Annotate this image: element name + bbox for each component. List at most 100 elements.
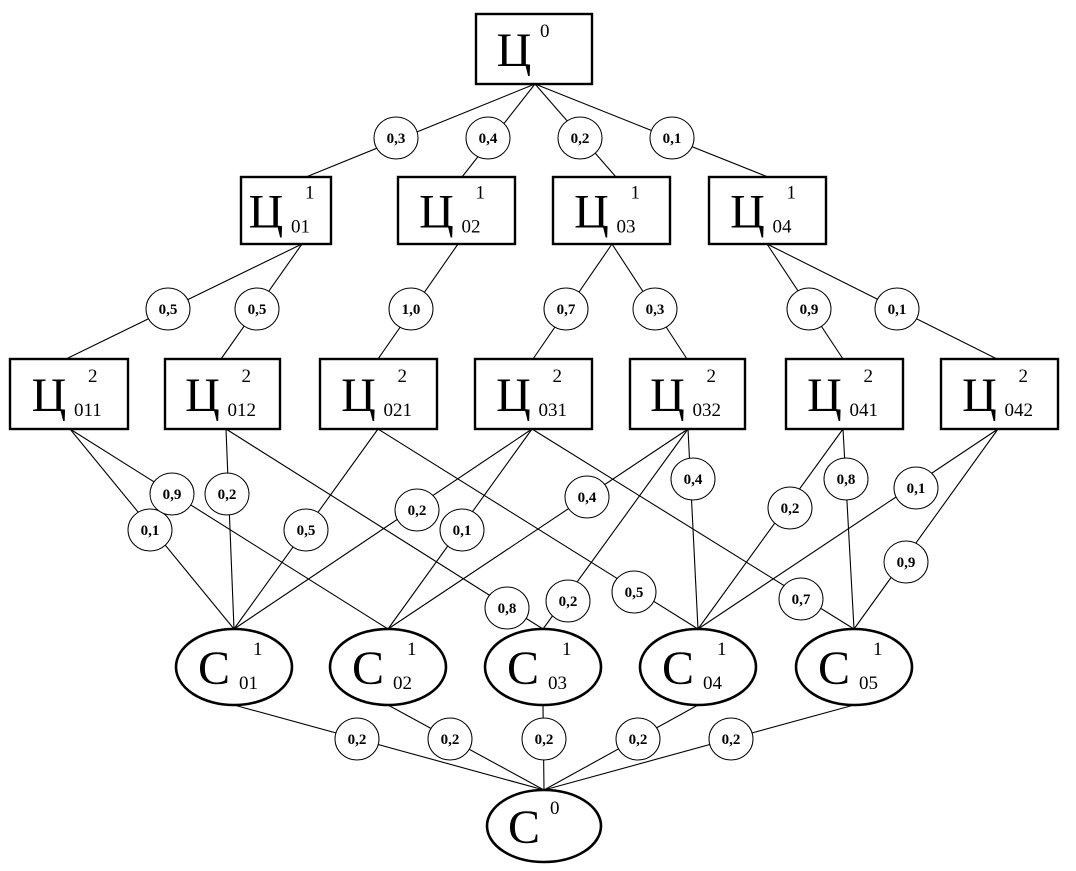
weight-goal-l2-to-means-1: 0,1 bbox=[127, 508, 173, 552]
node-subscript: 03 bbox=[548, 673, 567, 694]
weight-label: 0,9 bbox=[800, 302, 819, 318]
node-superscript: 1 bbox=[253, 639, 263, 660]
weight-label: 0,4 bbox=[479, 131, 498, 147]
weight-goal-l1-to-l2-2: 0,5 bbox=[234, 287, 280, 331]
goal-box bbox=[784, 357, 905, 431]
node-superscript: 2 bbox=[88, 366, 98, 387]
node-superscript: 0 bbox=[540, 21, 550, 42]
weight-label: 0,1 bbox=[453, 523, 472, 539]
weight-label: 0,3 bbox=[387, 131, 406, 147]
weight-circle bbox=[145, 287, 191, 331]
weight-label: 0,5 bbox=[248, 302, 267, 318]
node-superscript: 1 bbox=[407, 639, 417, 660]
weight-label: 0,1 bbox=[888, 302, 907, 318]
weight-label: 0,1 bbox=[141, 523, 160, 539]
weight-label: 0,9 bbox=[163, 487, 182, 503]
node-letter: Ц bbox=[730, 186, 765, 239]
node-letter: Ц bbox=[497, 24, 532, 77]
goal-box bbox=[628, 357, 747, 431]
node-letter: Ц bbox=[496, 369, 531, 422]
weight-goal-l2-to-means-3: 0,2 bbox=[204, 472, 250, 516]
weight-circle bbox=[283, 508, 329, 552]
weight-circle bbox=[883, 540, 929, 584]
weight-root-to-goal-l1-1: 0,3 bbox=[373, 116, 419, 160]
weight-label: 0,5 bbox=[159, 302, 178, 318]
goal-box bbox=[163, 357, 282, 431]
weight-goal-l2-to-means-15: 0,1 bbox=[893, 466, 939, 510]
weight-circle bbox=[786, 287, 832, 331]
weight-label: 0,4 bbox=[578, 490, 597, 506]
weight-goal-l2-to-means-8: 0,5 bbox=[611, 570, 657, 614]
weight-circle bbox=[823, 457, 869, 501]
weight-circle bbox=[767, 486, 813, 530]
weight-label: 0,2 bbox=[629, 732, 648, 748]
weight-goal-l2-to-means-16: 0,9 bbox=[883, 540, 929, 584]
edge-goal-l2-to-means-2 bbox=[69, 428, 389, 630]
weight-label: 0,9 bbox=[897, 555, 916, 571]
weight-circle bbox=[521, 717, 567, 761]
node-subscript: 031 bbox=[539, 400, 568, 421]
means-ellipse bbox=[328, 627, 448, 707]
weight-circle bbox=[334, 717, 380, 761]
weight-goal-l2-to-means-12: 0,4 bbox=[670, 457, 716, 501]
node-superscript: 1 bbox=[631, 183, 641, 204]
goal-box bbox=[551, 175, 672, 246]
weight-circle bbox=[439, 508, 485, 552]
weight-label: 0,5 bbox=[297, 523, 316, 539]
goal-box bbox=[396, 175, 517, 246]
means-ellipse bbox=[485, 788, 603, 864]
node-subscript: 041 bbox=[850, 400, 879, 421]
weight-means-to-root-3: 0,2 bbox=[521, 717, 567, 761]
weight-label: 0,2 bbox=[535, 732, 554, 748]
node-letter: Ц bbox=[32, 369, 67, 422]
weight-label: 0,2 bbox=[348, 732, 367, 748]
goal-box bbox=[8, 357, 130, 431]
weight-goal-l2-to-means-7: 0,2 bbox=[394, 488, 440, 532]
weight-goal-l2-to-means-14: 0,8 bbox=[823, 457, 869, 501]
goal-l1-node-04: Ц 1 04 bbox=[707, 175, 828, 246]
means-ellipse bbox=[483, 627, 603, 707]
weight-root-to-goal-l1-3: 0,2 bbox=[557, 116, 603, 160]
weight-label: 0,2 bbox=[408, 503, 427, 519]
weight-goal-l2-to-means-6: 0,1 bbox=[439, 508, 485, 552]
goal-box bbox=[707, 175, 828, 246]
node-letter: Ц bbox=[185, 369, 220, 422]
node-letter: Ц bbox=[962, 369, 997, 422]
weight-label: 0,4 bbox=[684, 472, 703, 488]
weight-label: 0,3 bbox=[646, 302, 665, 318]
weight-circle bbox=[465, 116, 511, 160]
node-letter: С bbox=[198, 642, 230, 695]
node-letter: С bbox=[662, 642, 694, 695]
node-letter: Ц bbox=[574, 186, 609, 239]
weight-circle bbox=[708, 717, 754, 761]
node-superscript: 2 bbox=[1019, 366, 1029, 387]
weight-circle bbox=[234, 287, 280, 331]
node-superscript: 2 bbox=[242, 366, 252, 387]
node-superscript: 1 bbox=[787, 183, 797, 204]
weight-label: 0,7 bbox=[557, 302, 576, 318]
weight-root-to-goal-l1-2: 0,4 bbox=[465, 116, 511, 160]
weight-circle bbox=[557, 116, 603, 160]
weight-goal-l1-to-l2-4: 0,7 bbox=[543, 287, 589, 331]
weight-means-to-root-5: 0,2 bbox=[708, 717, 754, 761]
weight-goal-l1-to-l2-3: 1,0 bbox=[388, 287, 434, 331]
goal-box bbox=[239, 175, 333, 246]
weight-goal-l2-to-means-4: 0,8 bbox=[484, 586, 530, 630]
weight-circle bbox=[615, 717, 661, 761]
node-subscript: 04 bbox=[773, 217, 793, 238]
weight-circle bbox=[394, 488, 440, 532]
weight-goal-l2-to-means-13: 0,7 bbox=[778, 577, 824, 621]
weight-goal-l2-to-means-10: 0,4 bbox=[564, 475, 610, 519]
weight-label: 0,2 bbox=[571, 131, 590, 147]
goal-box bbox=[318, 357, 439, 431]
